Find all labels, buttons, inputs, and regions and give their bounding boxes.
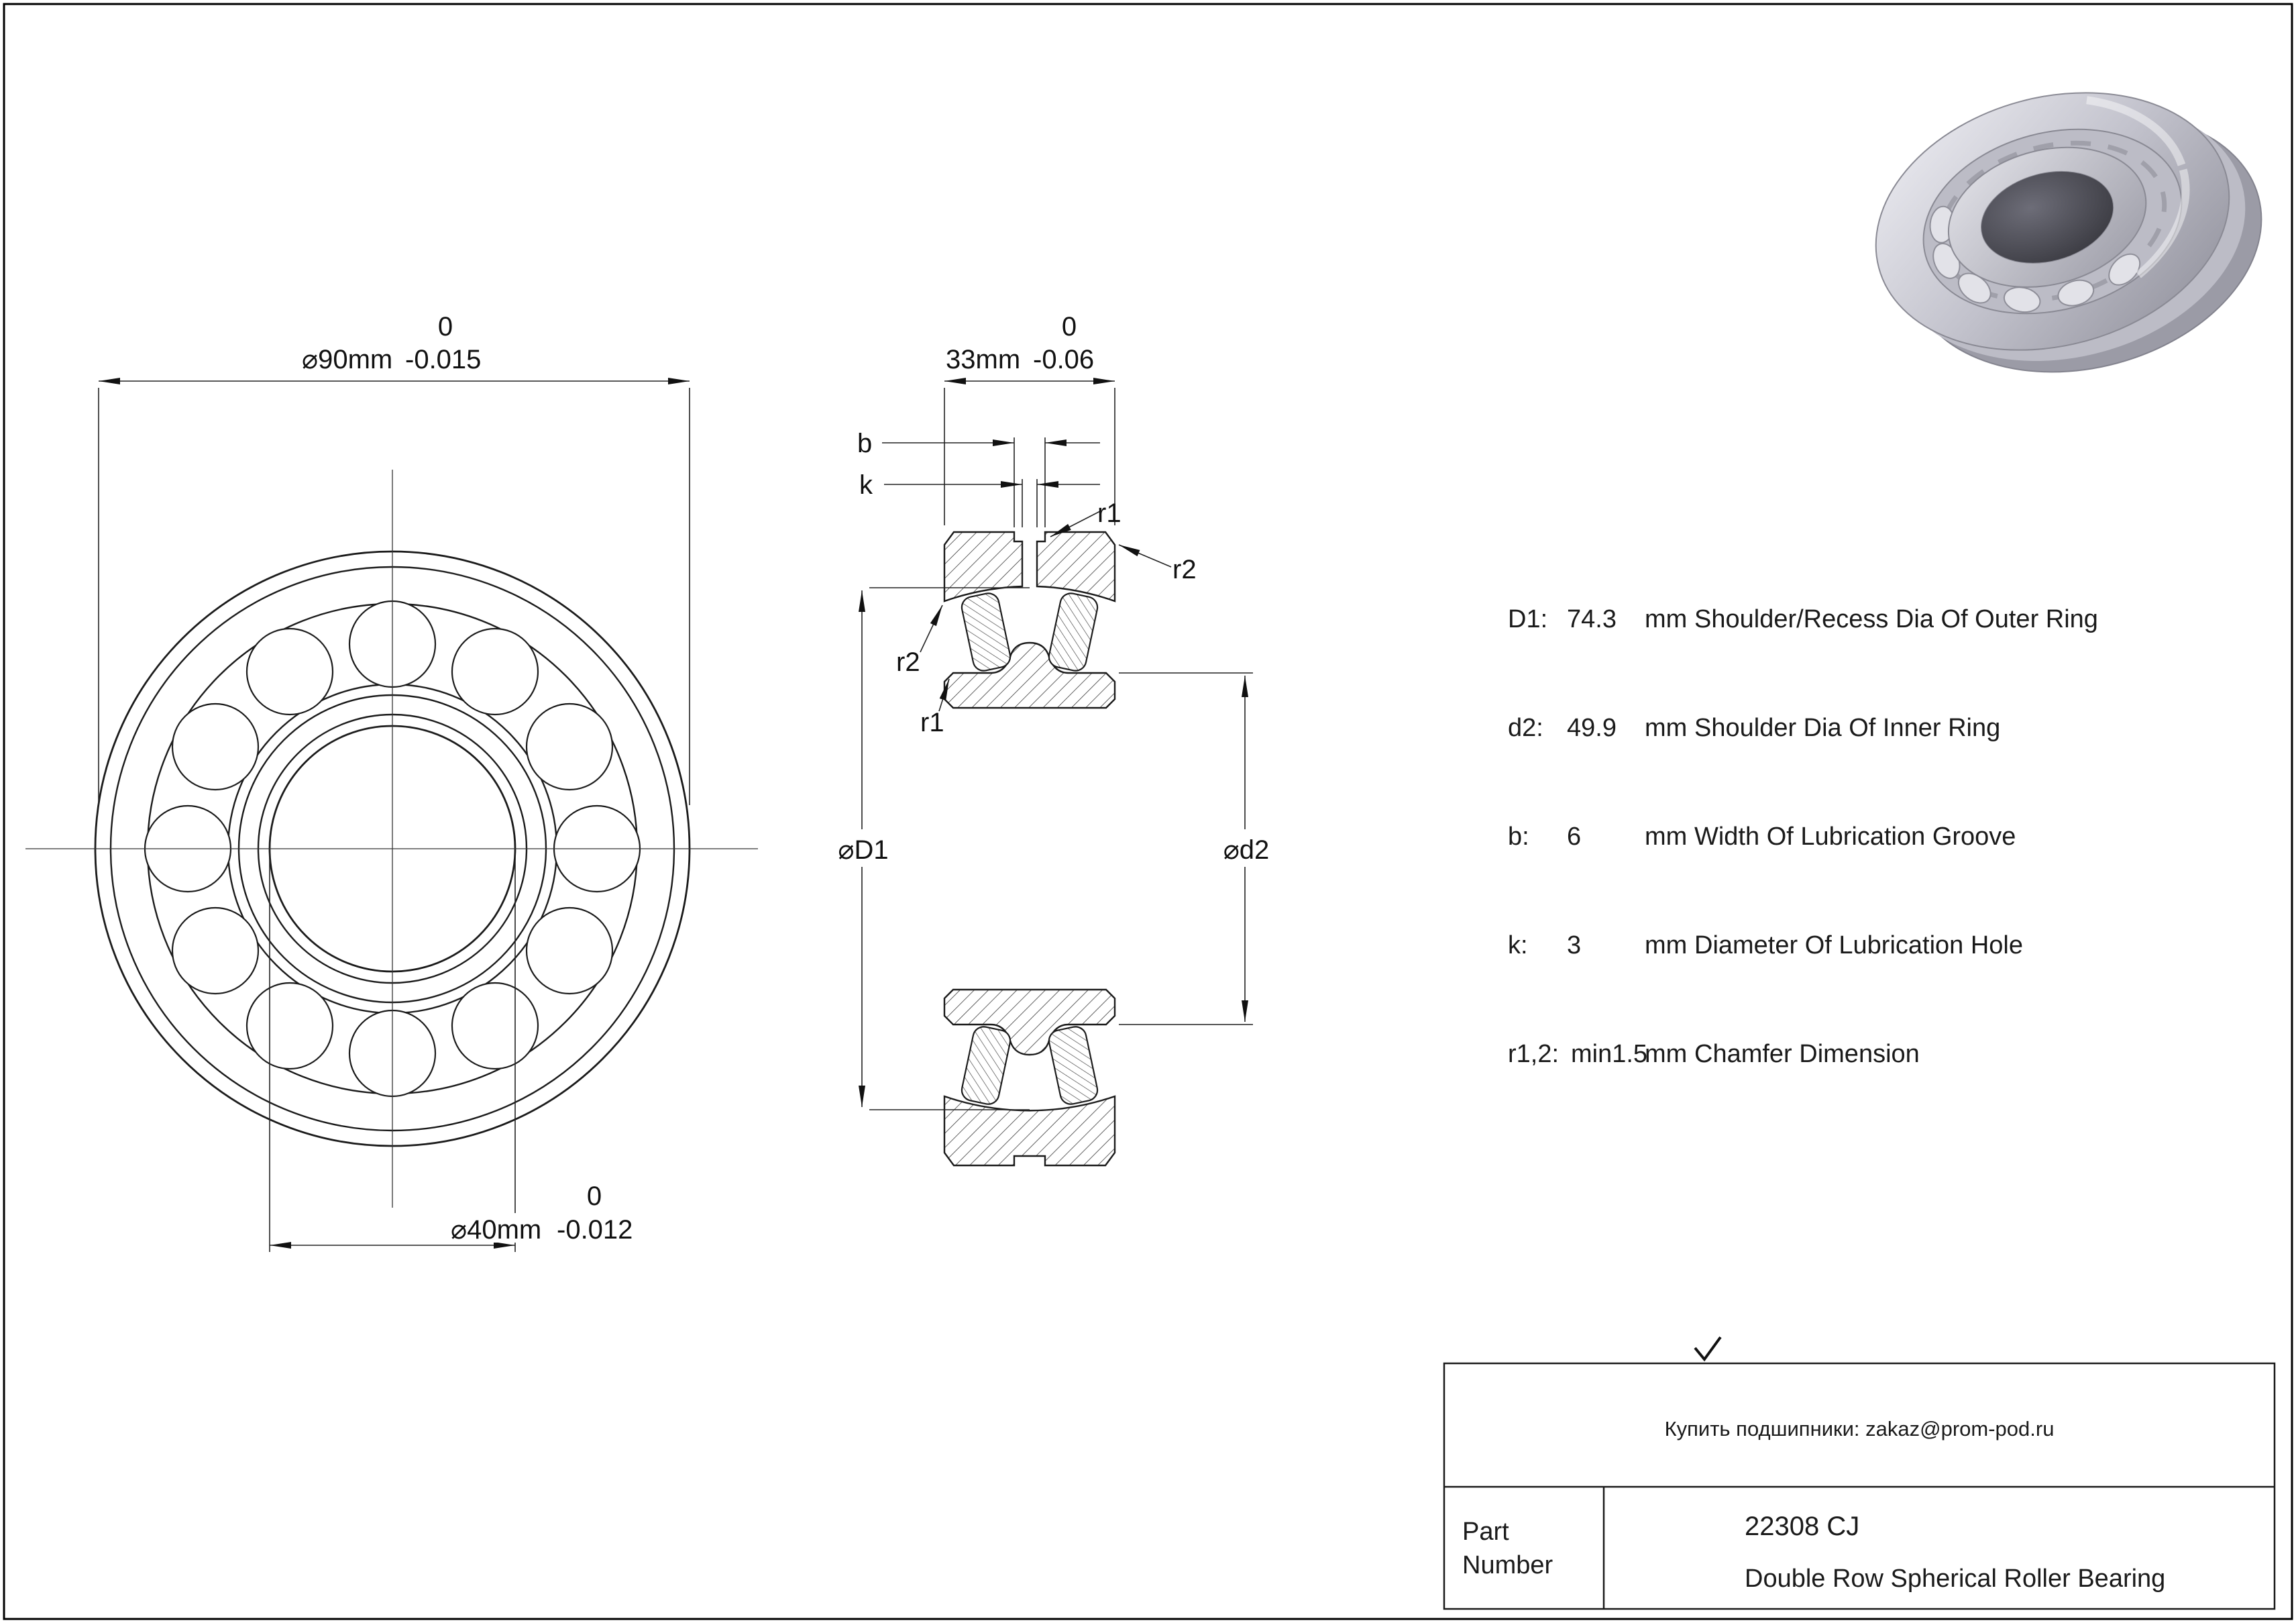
spec-unit: mm — [1645, 714, 1687, 742]
label-halo — [444, 1213, 652, 1243]
width-tol-upper: 0 — [1062, 312, 1077, 342]
photo-rollers — [1929, 205, 2141, 313]
spec-value: 74.3 — [1567, 605, 1617, 633]
part-number-label-line1: Part — [1462, 1518, 1509, 1546]
leader-line — [1118, 544, 1172, 568]
groove-width-dimension: b — [857, 429, 1100, 527]
spec-table: D1: 74.3 mm Shoulder/Recess Dia Of Outer… — [1508, 605, 2098, 1068]
part-number-label-line2: Number — [1462, 1551, 1553, 1579]
spec-value: min1.5 — [1571, 1040, 1647, 1068]
roller — [451, 627, 539, 716]
spec-unit: mm — [1645, 605, 1687, 633]
roller-section — [1048, 592, 1099, 672]
chamfer-labels: r1 r2 r2 r1 — [896, 499, 1197, 737]
front-view: ⌀90mm -0.015 0 ⌀40mm -0.012 0 — [25, 312, 758, 1252]
outer-diameter-tol-upper: 0 — [438, 312, 453, 342]
leader-line — [1050, 511, 1101, 537]
spec-param: b: — [1508, 823, 1529, 851]
spec-value: 6 — [1567, 823, 1581, 851]
spec-unit: mm — [1645, 931, 1687, 959]
bore-diameter-tol-upper: 0 — [587, 1182, 602, 1211]
spec-desc: Diameter Of Lubrication Hole — [1694, 931, 2023, 959]
width-tol-lower: -0.06 — [1033, 345, 1094, 374]
bore-diameter-value: ⌀40mm — [451, 1215, 541, 1245]
chamfer-r2-label-top: r2 — [1172, 555, 1197, 584]
label-halo — [818, 829, 908, 867]
spec-unit: mm — [1645, 1040, 1687, 1068]
section-view: 33mm -0.06 0 b k r1 r2 r2 — [818, 312, 1291, 1167]
chamfer-r2-label-left: r2 — [896, 647, 920, 677]
chamfer-r1-label-top: r1 — [1097, 499, 1122, 528]
hole-diameter-dimension: k — [859, 470, 1100, 527]
photo-roller — [2108, 253, 2141, 286]
spec-param: k: — [1508, 931, 1528, 959]
chamfer-r1-label-left: r1 — [920, 708, 944, 737]
roller — [525, 906, 614, 995]
roller — [451, 982, 539, 1070]
part-number-value: 22308 CJ — [1745, 1512, 1859, 1541]
bore-hole — [1981, 171, 2114, 263]
approval-check-mark — [1694, 1336, 1722, 1362]
hole-diameter-label: k — [859, 470, 873, 500]
inner-ring-section-top — [943, 641, 1116, 709]
roller — [171, 702, 260, 791]
width-value: 33mm — [946, 345, 1020, 374]
bearing-description: Double Row Spherical Roller Bearing — [1745, 1565, 2165, 1593]
spec-value: 49.9 — [1567, 714, 1617, 742]
bore-diameter-tol-lower: -0.012 — [557, 1215, 633, 1245]
spec-desc: Shoulder Dia Of Inner Ring — [1694, 714, 2000, 742]
contact-text: Купить подшипники: zakaz@prom-pod.ru — [1665, 1417, 2055, 1441]
label-halo — [1201, 829, 1291, 867]
photo-roller — [2057, 279, 2095, 307]
width-dimension: 33mm -0.06 0 — [944, 312, 1115, 525]
roller — [525, 702, 614, 791]
spec-param: D1: — [1508, 605, 1547, 633]
spec-desc: Chamfer Dimension — [1694, 1040, 1920, 1068]
outer-diameter-tol-lower: -0.015 — [405, 345, 481, 374]
outer-recess-diameter-dimension: ⌀D1 — [818, 587, 1030, 1110]
roller — [171, 906, 260, 995]
inner-ring-section-bottom — [943, 988, 1116, 1056]
roller — [245, 627, 334, 716]
roller-section — [1048, 1026, 1099, 1105]
outer-ring-face — [1875, 92, 2230, 351]
photo-roller — [2003, 286, 2041, 313]
spec-unit: mm — [1645, 823, 1687, 851]
spec-value: 3 — [1567, 931, 1581, 959]
roller-section — [961, 1026, 1012, 1105]
inner-shoulder-diameter-dimension: ⌀d2 — [1119, 672, 1291, 1025]
outer-recess-diameter-label: ⌀D1 — [838, 835, 888, 865]
leader-line — [938, 678, 950, 712]
inner-shoulder-diameter-label: ⌀d2 — [1223, 835, 1270, 865]
bearing-photo — [1868, 92, 2262, 373]
bore-diameter-dimension: ⌀40mm -0.012 0 — [269, 853, 652, 1252]
roller — [245, 982, 334, 1070]
outer-ring-section-top-left — [943, 531, 1024, 603]
spec-desc: Shoulder/Recess Dia Of Outer Ring — [1694, 605, 2098, 633]
outer-ring-section-bottom — [943, 1095, 1116, 1167]
outer-diameter-value: ⌀90mm — [302, 345, 392, 374]
roller-section — [961, 592, 1012, 672]
outer-ring-section-top-right — [1036, 531, 1116, 603]
groove-width-label: b — [857, 429, 872, 458]
leader-line — [920, 605, 943, 653]
spec-desc: Width Of Lubrication Groove — [1694, 823, 2016, 851]
spec-param: d2: — [1508, 714, 1543, 742]
spec-param: r1,2: — [1508, 1040, 1559, 1068]
outer-diameter-dimension: ⌀90mm -0.015 0 — [98, 312, 690, 805]
page-border — [3, 3, 2293, 1620]
title-block: Купить подшипники: zakaz@prom-pod.ru Par… — [1443, 1336, 2276, 1610]
